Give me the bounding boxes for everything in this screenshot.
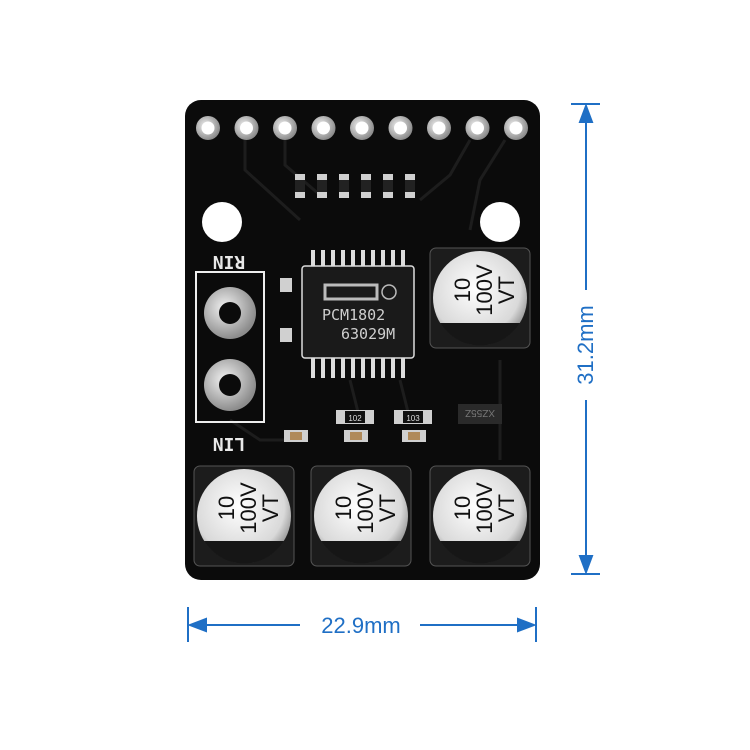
traces bbox=[229, 139, 507, 460]
header-pin[interactable] bbox=[196, 116, 220, 140]
header-pin[interactable] bbox=[234, 116, 259, 140]
chip-pin bbox=[341, 250, 345, 268]
capacitor-marking: 10 bbox=[214, 496, 239, 520]
chip-pin bbox=[341, 356, 345, 378]
chip-pin bbox=[381, 250, 385, 268]
audio-input-pad-right[interactable] bbox=[204, 287, 256, 339]
pin-header bbox=[196, 116, 528, 140]
header-pin[interactable] bbox=[427, 116, 451, 140]
registered-mark-icon bbox=[381, 284, 397, 300]
chip-pin bbox=[361, 356, 365, 378]
header-pin[interactable] bbox=[273, 116, 297, 140]
chip-pin bbox=[331, 356, 335, 378]
header-pin[interactable] bbox=[504, 116, 528, 140]
chip-pin bbox=[401, 250, 405, 268]
capacitor-marking: 100V bbox=[472, 482, 497, 534]
resistor-label: 103 bbox=[406, 414, 420, 423]
input-label-box bbox=[195, 271, 265, 423]
capacitor-marking: 100V bbox=[472, 264, 497, 316]
chip-pin bbox=[401, 356, 405, 378]
chip-pin bbox=[321, 250, 325, 268]
audio-input-pad-left[interactable] bbox=[204, 359, 256, 411]
capacitor-marking: 100V bbox=[236, 482, 261, 534]
capacitor-marking: 10 bbox=[450, 278, 475, 302]
capacitor-marking: VT bbox=[258, 494, 283, 522]
chip-pin bbox=[331, 250, 335, 268]
capacitor-marking: 100V bbox=[353, 482, 378, 534]
resistor bbox=[403, 411, 423, 423]
mounting-hole bbox=[202, 202, 242, 242]
smd-component bbox=[405, 174, 415, 198]
capacitor-marking: VT bbox=[494, 494, 519, 522]
smd-component bbox=[339, 174, 349, 198]
chip-pin bbox=[351, 356, 355, 378]
chip-pin bbox=[371, 250, 375, 268]
mounting-hole bbox=[480, 202, 520, 242]
chip-date-code: 63029M bbox=[341, 325, 395, 343]
chip-pin bbox=[391, 250, 395, 268]
smd-component bbox=[361, 174, 371, 198]
smd-component bbox=[383, 174, 393, 198]
capacitor-marking: 10 bbox=[450, 496, 475, 520]
smd-component bbox=[295, 174, 305, 198]
smd-row bbox=[295, 174, 415, 198]
header-pin[interactable] bbox=[311, 116, 336, 140]
chip-pin bbox=[391, 356, 395, 378]
smd-capacitors bbox=[290, 432, 420, 440]
capacitor-marking: VT bbox=[375, 494, 400, 522]
header-pin[interactable] bbox=[350, 116, 374, 140]
chip-pin bbox=[371, 356, 375, 378]
rin-label: RIN bbox=[213, 251, 246, 272]
lin-label: LIN bbox=[213, 433, 246, 454]
chip-pin bbox=[381, 356, 385, 378]
chip-pin bbox=[321, 356, 325, 378]
chip-pin bbox=[351, 250, 355, 268]
regulator bbox=[458, 404, 502, 424]
height-dimension-label: 31.2mm bbox=[573, 305, 598, 384]
chip-pin bbox=[311, 356, 315, 378]
chip-part-number: PCM1802 bbox=[322, 306, 385, 324]
capacitor-marking: 10 bbox=[331, 496, 356, 520]
header-pin[interactable] bbox=[388, 116, 413, 140]
resistor-label: 102 bbox=[348, 414, 362, 423]
width-dimension-label: 22.9mm bbox=[321, 613, 400, 638]
chip-pin bbox=[361, 250, 365, 268]
chip-pins bbox=[311, 250, 405, 378]
pcm1802-chip bbox=[301, 265, 415, 359]
dimension-lines bbox=[187, 103, 600, 642]
header-pin[interactable] bbox=[465, 116, 490, 140]
resistor bbox=[345, 411, 365, 423]
chip-pin bbox=[311, 250, 315, 268]
chip-logo bbox=[323, 283, 379, 301]
regulator-marking: XZ55Z bbox=[465, 407, 495, 418]
capacitor-marking: VT bbox=[494, 276, 519, 304]
smd-component bbox=[317, 174, 327, 198]
